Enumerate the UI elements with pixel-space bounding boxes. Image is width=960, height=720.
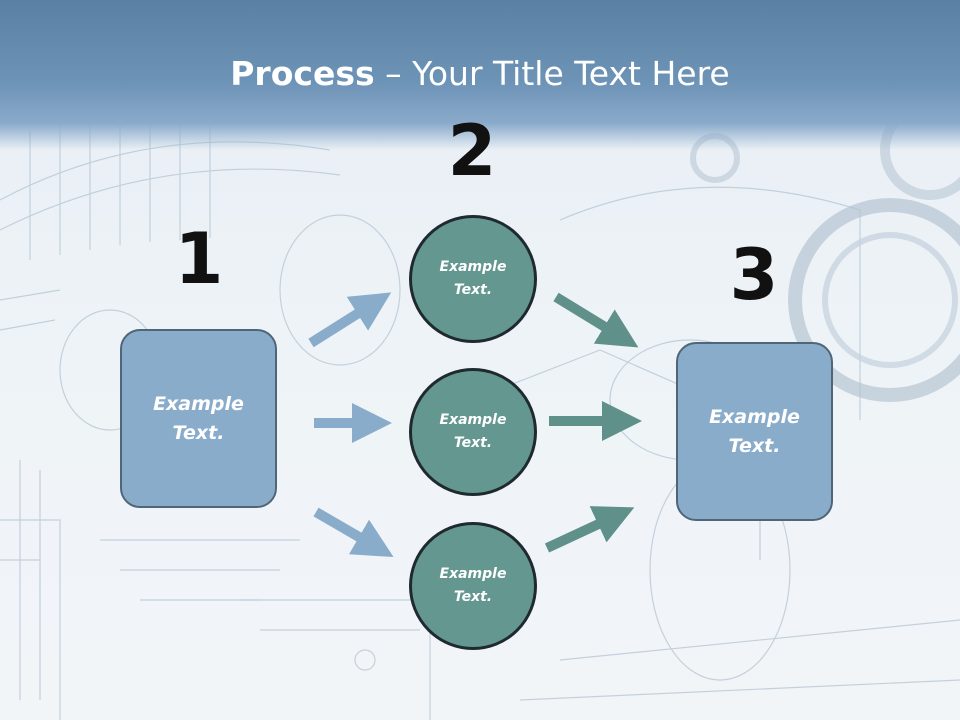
- arrow-1-to-top-circle: [308, 292, 392, 348]
- slide-title: Process – Your Title Text Here: [0, 52, 960, 96]
- arrow-top-circle-to-3: [553, 292, 639, 348]
- step-3-box[interactable]: Example Text.: [676, 342, 833, 521]
- circle-bottom-label: Example Text.: [439, 566, 507, 605]
- title-bold: Process: [230, 54, 375, 93]
- title-rest: – Your Title Text Here: [374, 54, 730, 93]
- circle-top-label: Example Text.: [439, 259, 507, 298]
- step-3-label: Example Text.: [709, 405, 800, 457]
- step-number-1: 1: [174, 218, 224, 300]
- step-1-box[interactable]: Example Text.: [120, 329, 277, 508]
- step-1-label: Example Text.: [153, 392, 244, 444]
- arrow-bottom-circle-to-3: [544, 506, 635, 553]
- title-banner: [0, 0, 960, 150]
- circle-middle-label: Example Text.: [439, 412, 507, 451]
- step-2-circle-bottom[interactable]: Example Text.: [409, 522, 537, 650]
- step-number-3: 3: [729, 234, 779, 316]
- step-2-circle-top[interactable]: Example Text.: [409, 215, 537, 343]
- step-2-circle-middle[interactable]: Example Text.: [409, 368, 537, 496]
- arrow-1-to-bottom-circle: [313, 507, 394, 558]
- step-number-2: 2: [447, 110, 497, 192]
